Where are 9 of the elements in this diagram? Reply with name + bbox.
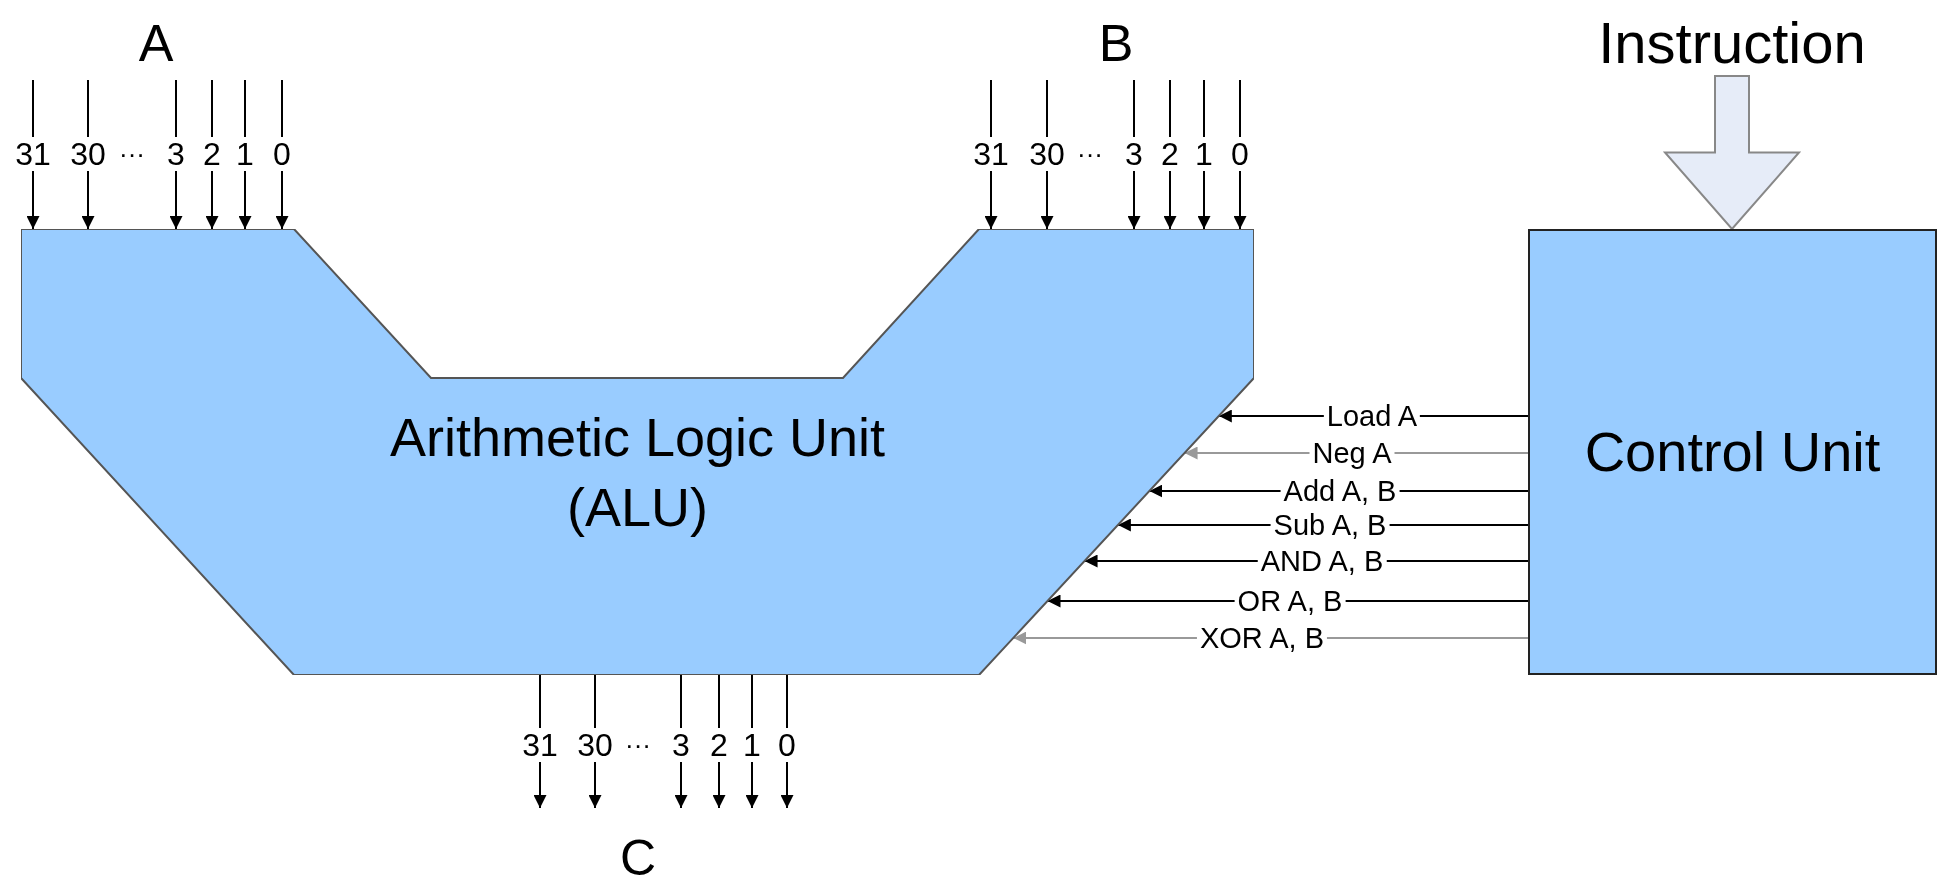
- bus-label: B: [1098, 17, 1134, 69]
- control-unit-box: Control Unit: [1528, 229, 1937, 675]
- ellipsis-mark: ···: [1077, 141, 1103, 167]
- ellipsis-mark: ···: [625, 732, 651, 758]
- block-arrow: [1662, 75, 1802, 231]
- ellipsis-mark: ···: [119, 141, 145, 167]
- bus-label: C: [619, 833, 657, 883]
- node-label: Instruction: [1552, 10, 1912, 76]
- bus-label: A: [138, 17, 174, 69]
